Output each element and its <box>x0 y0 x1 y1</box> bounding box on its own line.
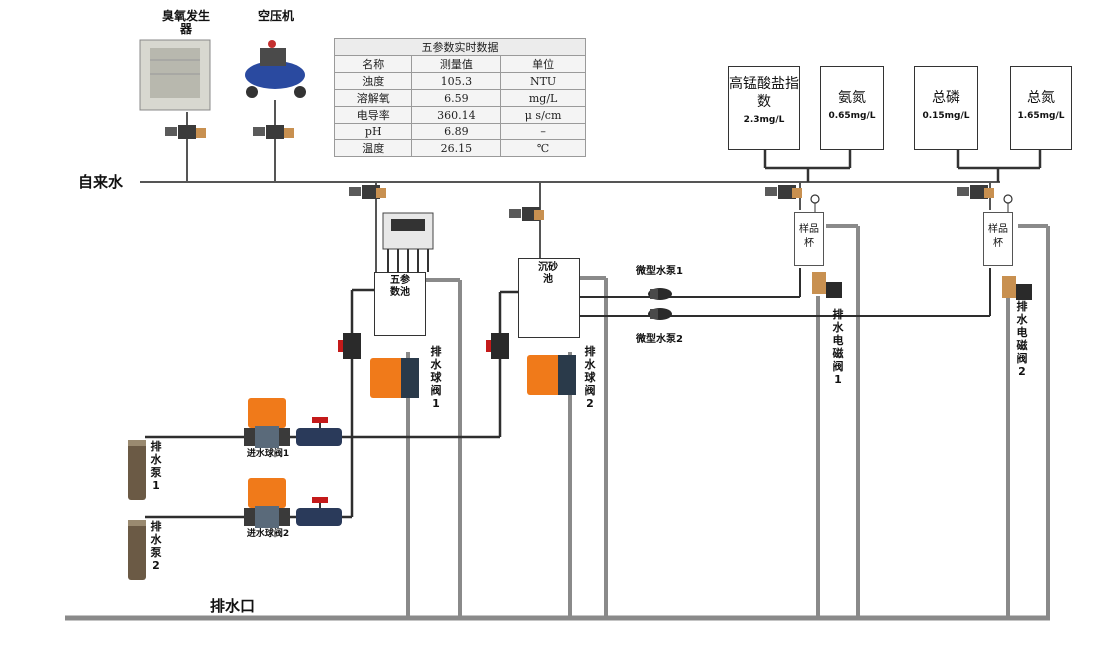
drain-pump-1-icon <box>128 440 146 500</box>
drain-ball-valve-1-label: 排水球阀1 <box>430 345 442 410</box>
sensor-display-icon <box>382 212 434 272</box>
air-compressor-icon <box>245 40 306 98</box>
drain-ball-valve-2-label: 排水球阀2 <box>584 345 596 410</box>
sample-cup-label: 样品杯 <box>988 224 1008 249</box>
analyzer-name: 高锰酸盐指数 <box>729 76 799 110</box>
drain-pump-2-label: 排水泵2 <box>150 520 162 572</box>
analyzer-name: 总磷 <box>932 90 960 106</box>
table-header: 测量值 <box>411 55 502 73</box>
param-name: 温度 <box>333 139 413 157</box>
table-row: 电导率 360.14 μ s/cm <box>333 106 586 124</box>
analyzer-total-phosphorus: 总磷 0.15mg/L <box>914 66 978 150</box>
analyzer-value: 1.65mg/L <box>1017 111 1065 121</box>
param-value: 105.3 <box>411 72 502 90</box>
param-value: 360.14 <box>411 106 502 124</box>
micro-pump-1-label: 微型水泵1 <box>636 266 683 277</box>
table-row: 温度 26.15 ℃ <box>333 139 586 157</box>
five-param-table: 五参数实时数据 名称 测量值 单位 浊度 105.3 NTU 溶解氧 6.59 … <box>333 38 586 157</box>
analyzer-name: 氨氮 <box>838 90 866 106</box>
air-compressor-label: 空压机 <box>258 9 295 23</box>
param-name: 浊度 <box>333 72 413 90</box>
table-header: 名称 <box>333 55 413 73</box>
drain-ball-valve-2-icon <box>527 355 576 395</box>
ozone-generator-label: 臭氧发生器 <box>161 9 210 37</box>
five-param-tank-label: 五参数池 <box>390 275 410 298</box>
analyzer-value: 0.65mg/L <box>828 111 876 121</box>
manual-valve-1-icon <box>296 417 342 446</box>
sample-cup-label: 样品杯 <box>799 224 819 249</box>
grit-tank-label: 沉砂池 <box>538 262 558 285</box>
sample-cup-1: 样品杯 <box>794 212 824 266</box>
micro-pump-1-icon <box>648 288 672 300</box>
param-name: 电导率 <box>333 106 413 124</box>
manual-valve-2-icon <box>296 497 342 526</box>
analyzer-name: 总氮 <box>1027 90 1055 106</box>
ozone-generator-icon <box>139 39 211 111</box>
table-row: 浊度 105.3 NTU <box>333 72 586 90</box>
drain-ball-valve-1-icon <box>370 358 419 398</box>
five-param-tank: 五参数池 <box>374 272 426 336</box>
drain-solenoid-2-label: 排水电磁阀2 <box>1016 300 1028 378</box>
param-value: 6.59 <box>411 89 502 107</box>
micro-pump-2-label: 微型水泵2 <box>636 334 683 345</box>
analyzer-ammonia: 氨氮 0.65mg/L <box>820 66 884 150</box>
inlet-ball-valve-1-label: 进水球阀1 <box>246 449 290 459</box>
table-row: 溶解氧 6.59 mg/L <box>333 89 586 107</box>
micro-pump-2-icon <box>648 308 672 320</box>
drain-pump-1-label: 排水泵1 <box>150 440 162 492</box>
drain-pump-2-icon <box>128 520 146 580</box>
param-value: 26.15 <box>411 139 502 157</box>
main-line-valves <box>165 125 994 221</box>
drain-outlet-label: 排水口 <box>210 597 256 615</box>
param-unit: NTU <box>500 72 586 90</box>
sample-cup-2: 样品杯 <box>983 212 1013 266</box>
analyzer-value: 2.3mg/L <box>743 115 785 125</box>
table-header: 单位 <box>500 55 586 73</box>
check-valve-icon <box>338 333 509 359</box>
param-unit: ℃ <box>500 139 586 157</box>
tap-water-label: 自来水 <box>78 173 124 191</box>
param-name: pH <box>333 123 413 140</box>
drain-solenoid-1-label: 排水电磁阀1 <box>832 308 844 386</box>
analyzer-value: 0.15mg/L <box>922 111 970 121</box>
param-unit: – <box>500 123 586 140</box>
drain-solenoid-valve-2-icon <box>1002 276 1032 300</box>
inlet-ball-valve-1-icon <box>244 398 290 448</box>
inlet-ball-valve-2-label: 进水球阀2 <box>246 529 290 539</box>
drain-solenoid-valve-1-icon <box>812 272 842 298</box>
param-unit: mg/L <box>500 89 586 107</box>
param-value: 6.89 <box>411 123 502 140</box>
table-row: pH 6.89 – <box>333 123 586 140</box>
table-title: 五参数实时数据 <box>334 38 586 56</box>
inlet-ball-valve-2-icon <box>244 478 290 528</box>
grit-tank: 沉砂池 <box>518 258 580 338</box>
param-name: 溶解氧 <box>333 89 413 107</box>
param-unit: μ s/cm <box>500 106 586 124</box>
analyzer-total-nitrogen: 总氮 1.65mg/L <box>1010 66 1072 150</box>
analyzer-permanganate: 高锰酸盐指数 2.3mg/L <box>728 66 800 150</box>
